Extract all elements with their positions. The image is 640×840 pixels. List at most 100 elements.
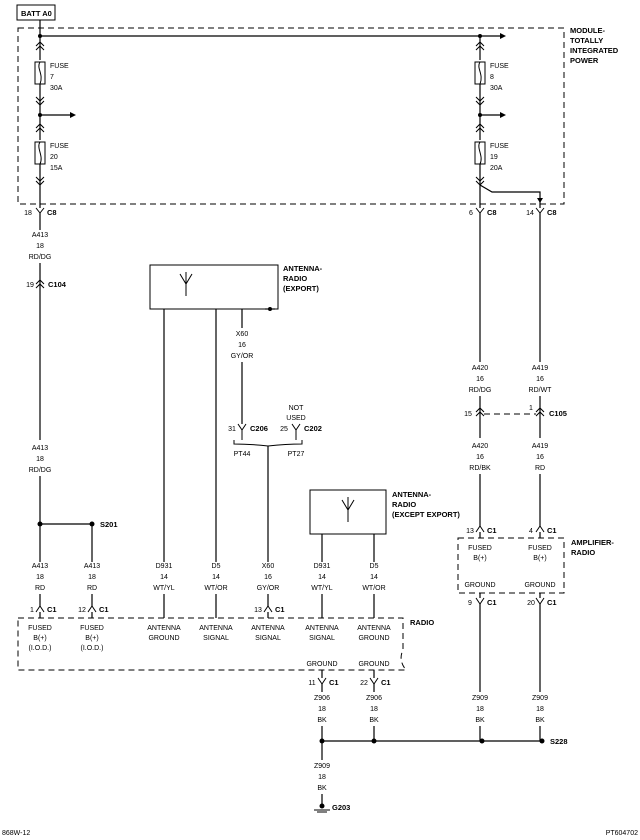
radio-c1-pin13-symbol bbox=[263, 605, 273, 613]
z909-c-color: BK bbox=[535, 717, 545, 724]
right-branch-arrow bbox=[500, 112, 506, 118]
radio-ant-gnd-2-line2: GROUND bbox=[358, 635, 389, 642]
c202-conn: C202 bbox=[304, 424, 322, 433]
fuse-20-rating: 15A bbox=[50, 165, 63, 172]
c104-conn: C104 bbox=[48, 280, 67, 289]
a413-left-color: RD bbox=[35, 585, 45, 592]
z906-a-gauge: 18 bbox=[318, 706, 326, 713]
c8-left-conn: C8 bbox=[47, 208, 57, 217]
z906-a-code: Z906 bbox=[314, 695, 330, 702]
radio-ant-sig-2-line2: SIGNAL bbox=[255, 635, 281, 642]
pt-bracket bbox=[233, 440, 303, 447]
a419-bot-color: RD bbox=[535, 465, 545, 472]
a413-top-code: A413 bbox=[32, 232, 48, 239]
radio-label: RADIO bbox=[410, 618, 434, 627]
c8-left-pin: 18 bbox=[24, 210, 32, 217]
c105-left-pin: 15 bbox=[464, 411, 472, 418]
d5-right-gauge: 14 bbox=[370, 574, 378, 581]
radio-pin1-line3: (I.O.D.) bbox=[29, 645, 52, 652]
fuse-7-rating: 30A bbox=[50, 85, 63, 92]
radio-c1-pin12-conn: C1 bbox=[99, 605, 109, 614]
module-label-4: POWER bbox=[570, 56, 599, 65]
antenna-except-label-3: (EXCEPT EXPORT) bbox=[392, 510, 460, 519]
radio-ant-sig-1-line2: SIGNAL bbox=[203, 635, 229, 642]
radio-gnd-2: GROUND bbox=[358, 661, 389, 668]
z909-b-code: Z909 bbox=[472, 695, 488, 702]
amp-c1-pin13-conn: C1 bbox=[487, 526, 497, 535]
z906-b-code: Z906 bbox=[366, 695, 382, 702]
radio-ant-sig-3-line2: SIGNAL bbox=[309, 635, 335, 642]
z909-a-color: BK bbox=[317, 785, 327, 792]
gnd-c1-pin22-symbol bbox=[369, 677, 379, 685]
x60-top-code: X60 bbox=[236, 331, 249, 338]
z909-c-gauge: 18 bbox=[536, 706, 544, 713]
antenna-export-label-2: RADIO bbox=[283, 274, 307, 283]
c105-right-pin: 1 bbox=[529, 405, 533, 412]
radio-pin12-line3: (I.O.D.) bbox=[81, 645, 104, 652]
a413-right-gauge: 18 bbox=[88, 574, 96, 581]
a413-left-code: A413 bbox=[32, 563, 48, 570]
s228-label: S228 bbox=[550, 737, 568, 746]
fuse-20-num: 20 bbox=[50, 154, 58, 161]
amp-c1-pin13: 13 bbox=[466, 528, 474, 535]
amp-c1-pin4-symbol bbox=[535, 525, 545, 533]
a413-top-gauge: 18 bbox=[36, 243, 44, 250]
fuse-8-num: 8 bbox=[490, 74, 494, 81]
d5-left-color: WT/OR bbox=[204, 585, 227, 592]
antenna-export-label-3: (EXPORT) bbox=[283, 284, 319, 293]
amp-fused-right-1: FUSED bbox=[528, 545, 552, 552]
d931-left-code: D931 bbox=[156, 563, 173, 570]
antenna-export-box bbox=[149, 264, 279, 310]
c206-conn: C206 bbox=[250, 424, 268, 433]
radio-pin1-line2: B(+) bbox=[33, 635, 46, 642]
a420-top-code: A420 bbox=[472, 365, 488, 372]
module-label-3: INTEGRATED bbox=[570, 46, 619, 55]
amp-c1-pin13-symbol bbox=[475, 525, 485, 533]
a420-top-gauge: 16 bbox=[476, 376, 484, 383]
radio-pin1-line1: FUSED bbox=[28, 625, 52, 632]
d931-right-gauge: 14 bbox=[318, 574, 326, 581]
radio-ant-sig-2-line1: ANTENNA bbox=[251, 625, 285, 632]
amp-c1-pin9-symbol bbox=[475, 597, 485, 605]
amp-c1-pin20-conn: C1 bbox=[547, 598, 557, 607]
not-used-1: NOT bbox=[289, 405, 305, 412]
d5-right-color: WT/OR bbox=[362, 585, 385, 592]
radio-ant-gnd-2-line1: ANTENNA bbox=[357, 625, 391, 632]
x60-bot-color: GY/OR bbox=[257, 585, 280, 592]
amp-c1-pin9-conn: C1 bbox=[487, 598, 497, 607]
fuse-19-rating: 20A bbox=[490, 165, 503, 172]
c8-mid-symbol bbox=[475, 207, 485, 214]
c206-pin: 31 bbox=[228, 426, 236, 433]
z909-a-code: Z909 bbox=[314, 763, 330, 770]
amp-c1-pin4: 4 bbox=[529, 528, 533, 535]
c8-mid-conn: C8 bbox=[487, 208, 497, 217]
radio-ant-sig-3-line1: ANTENNA bbox=[305, 625, 339, 632]
amp-c1-pin20-symbol bbox=[535, 597, 545, 605]
fuse-20-name: FUSE bbox=[50, 143, 69, 150]
amp-fused-right-2: B(+) bbox=[533, 555, 546, 562]
module-tip-box bbox=[17, 27, 565, 205]
c8-mid-pin: 6 bbox=[469, 210, 473, 217]
a413-right-code: A413 bbox=[84, 563, 100, 570]
c104-pin: 19 bbox=[26, 282, 34, 289]
d931-right-color: WT/YL bbox=[311, 585, 332, 592]
antenna-except-box bbox=[309, 489, 387, 535]
amp-c1-pin4-conn: C1 bbox=[547, 526, 557, 535]
amp-ground-right: GROUND bbox=[524, 582, 555, 589]
z909-a-gauge: 18 bbox=[318, 774, 326, 781]
amp-ground-left: GROUND bbox=[464, 582, 495, 589]
c105-left-symbol bbox=[475, 407, 485, 413]
a413-mid-gauge: 18 bbox=[36, 456, 44, 463]
a419-top-code: A419 bbox=[532, 365, 548, 372]
gnd-c1-pin11-symbol bbox=[317, 677, 327, 685]
amp-fused-left-1: FUSED bbox=[468, 545, 492, 552]
radio-c1-pin13: 13 bbox=[254, 607, 262, 614]
c8-right-conn: C8 bbox=[547, 208, 557, 217]
radio-pin12-line1: FUSED bbox=[80, 625, 104, 632]
left-branch-arrow bbox=[70, 112, 76, 118]
a419-top-color: RD/WT bbox=[529, 387, 553, 394]
fuse-7-name: FUSE bbox=[50, 63, 69, 70]
module-label-1: MODULE- bbox=[570, 26, 605, 35]
c206-symbol bbox=[237, 423, 247, 431]
